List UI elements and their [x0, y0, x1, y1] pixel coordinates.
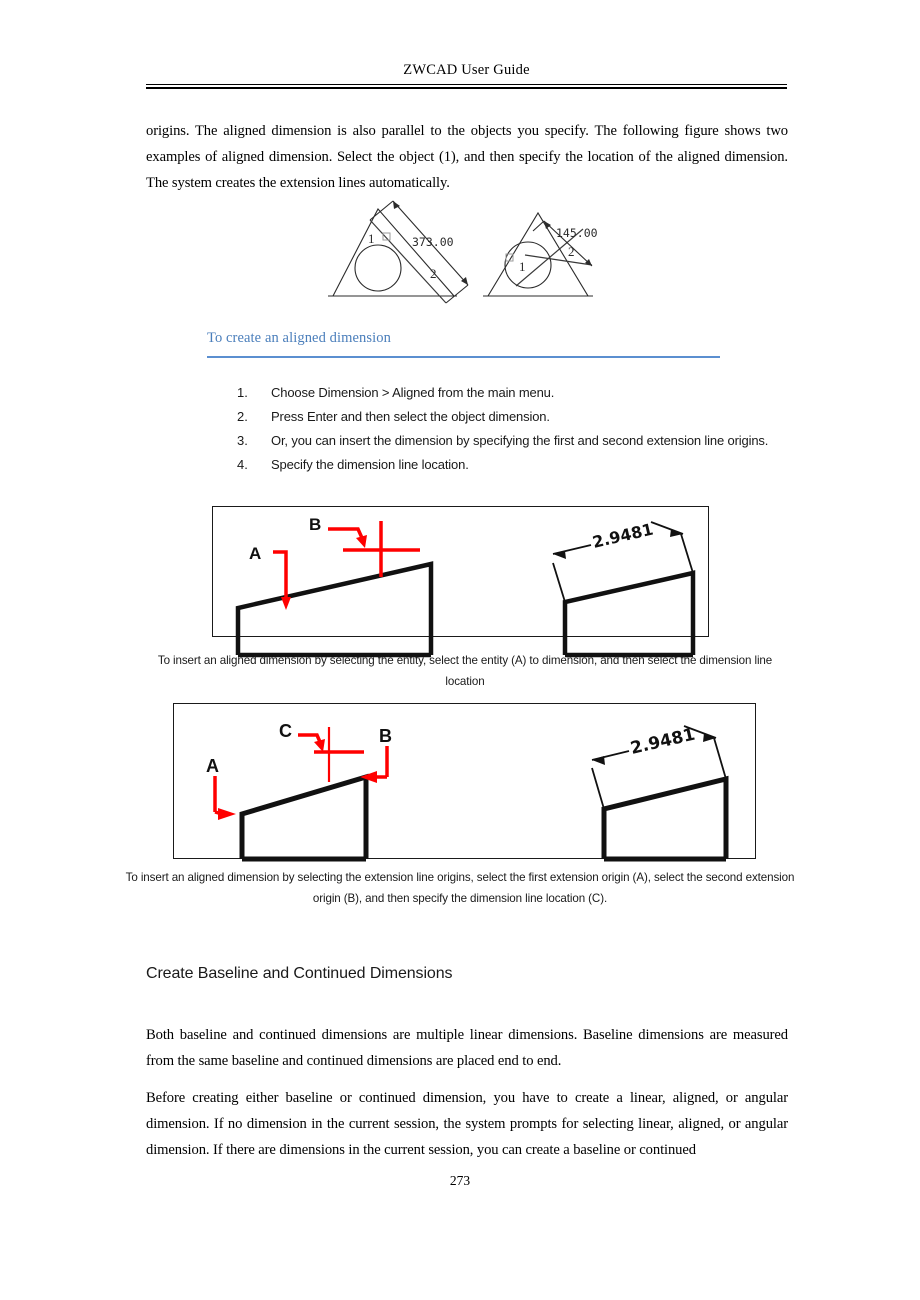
subheading-rule — [207, 356, 720, 358]
marker-b-2 — [360, 746, 389, 783]
marker-b — [328, 521, 420, 577]
aligned-dimension-examples-figure: 1 373.00 2 1 145.00 2 — [320, 193, 615, 318]
figure1-dimension-text: 2.9481 — [591, 519, 655, 551]
figure2-label-c: C — [279, 721, 292, 741]
left-object-label: 1 — [368, 231, 375, 246]
page-number: 273 — [449, 1173, 471, 1188]
figure-2-caption: To insert an aligned dimension by select… — [125, 871, 795, 905]
marker-c — [298, 733, 364, 754]
step-number: 2. — [237, 409, 248, 424]
right-dimension-text: 145.00 — [556, 226, 598, 240]
figure-1-caption: To insert an aligned dimension by select… — [157, 654, 773, 688]
left-circle — [354, 244, 402, 292]
section-paragraph-2: Before creating either baseline or conti… — [146, 1090, 788, 1158]
section-paragraph-1: Both baseline and continued dimensions a… — [146, 1027, 788, 1069]
wedge-shape-right — [562, 570, 696, 658]
left-dimension-location-label: 2 — [430, 266, 437, 281]
marker-a — [273, 550, 291, 610]
step-number: 1. — [237, 385, 248, 400]
page-header: ZWCAD User Guide — [146, 62, 787, 89]
figure2-label-b: B — [379, 726, 392, 746]
intro-paragraph: origins. The aligned dimension is also p… — [146, 123, 788, 191]
aligned-dimension-right-2 — [591, 725, 727, 810]
figure1-label-a: A — [249, 544, 261, 563]
section-heading: Create Baseline and Continued Dimensions — [146, 965, 453, 982]
left-dimension-line — [392, 200, 469, 286]
aligned-dimension-right — [552, 521, 694, 603]
subheading-title: To create an aligned dimension — [207, 330, 391, 346]
right-object-label: 1 — [519, 259, 526, 274]
header-rule-gap — [146, 85, 787, 87]
step-text: Press Enter and then select the object d… — [271, 409, 550, 424]
step-number: 3. — [237, 433, 248, 448]
step-number: 4. — [237, 457, 248, 472]
steps-list: 1. Choose Dimension > Aligned from the m… — [237, 381, 794, 477]
wedge-shape-left — [235, 561, 434, 658]
left-dimension-text: 373.00 — [412, 235, 454, 249]
figure-box-entity-selection: A B 2.9481 — [212, 506, 709, 658]
step-text: Specify the dimension line location. — [271, 457, 469, 472]
wedge-shape-left-2 — [239, 773, 369, 862]
left-triangle-outline — [332, 208, 456, 297]
step-text: Choose Dimension > Aligned from the main… — [271, 385, 555, 400]
right-circle — [504, 241, 552, 289]
list-item: 2. Press Enter and then select the objec… — [237, 405, 794, 429]
list-item: 4. Specify the dimension line location. — [237, 453, 794, 477]
list-item: 1. Choose Dimension > Aligned from the m… — [237, 381, 794, 405]
step-text: Or, you can insert the dimension by spec… — [271, 433, 769, 448]
marker-a-2 — [213, 776, 236, 820]
figure-box-extension-origins: A B C — [173, 703, 756, 862]
right-dimension-line — [543, 220, 593, 267]
right-dimension-location-label: 2 — [568, 244, 575, 259]
wedge-shape-right-2 — [601, 775, 729, 862]
figure2-label-a: A — [206, 756, 219, 776]
subheading-block: To create an aligned dimension — [207, 330, 720, 358]
header-title: ZWCAD User Guide — [403, 62, 530, 78]
figure2-dimension-text: 2.9481 — [629, 725, 697, 759]
header-rule-bottom — [146, 86, 787, 89]
header-rule-top — [146, 84, 787, 85]
figure1-label-b: B — [309, 515, 321, 534]
list-item: 3. Or, you can insert the dimension by s… — [237, 429, 794, 453]
